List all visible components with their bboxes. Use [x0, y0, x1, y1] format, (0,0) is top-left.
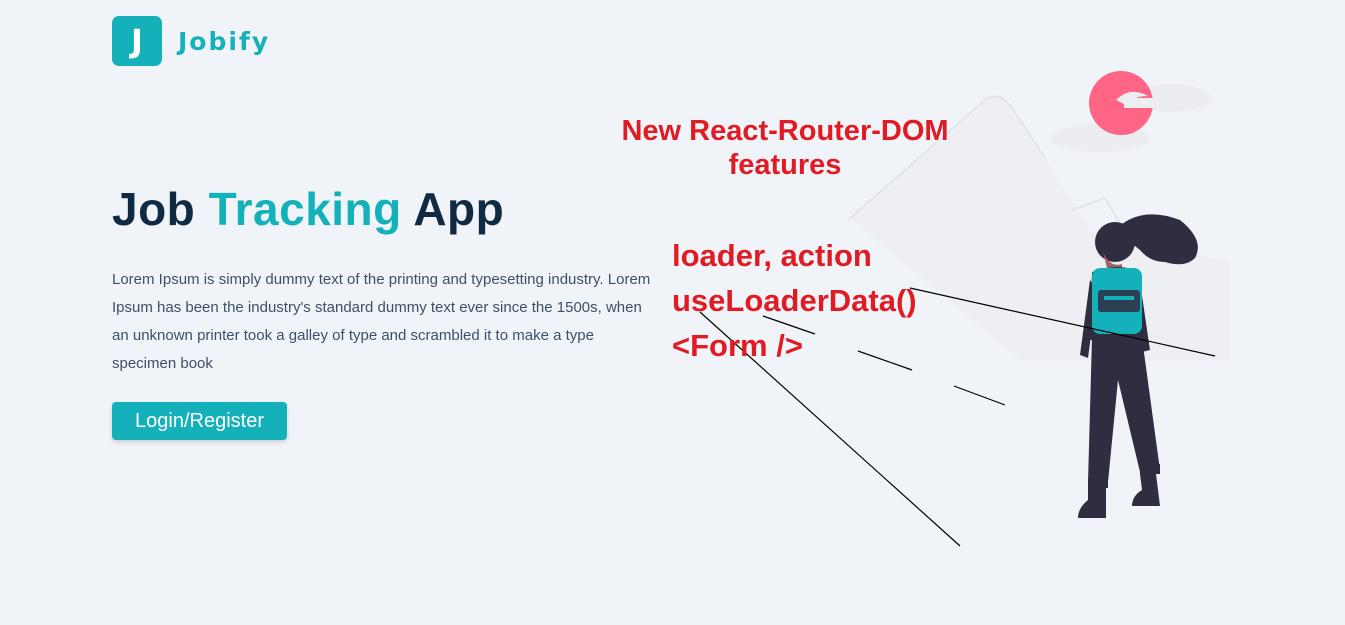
title-part-app: App — [401, 183, 505, 235]
annotation-heading: New React-Router-DOM features — [621, 115, 949, 181]
annotation-strokes — [699, 287, 1216, 547]
title-accent-tracking: Tracking — [208, 183, 402, 235]
title-part-job: Job — [112, 183, 209, 235]
annotation-line-form: <Form /> — [672, 328, 803, 363]
annotation-line-loader: loader, action — [672, 238, 872, 273]
person-figure — [1078, 214, 1198, 518]
login-register-button[interactable]: Login/Register — [112, 402, 287, 440]
logo-icon: J — [112, 16, 162, 66]
annotation-line-useloaderdata: useLoaderData() — [672, 283, 917, 318]
hero-description: Lorem Ipsum is simply dummy text of the … — [112, 271, 651, 372]
sun-icon — [1089, 71, 1153, 135]
brand-logo[interactable]: J Jobify — [112, 16, 270, 66]
page-title: Job Tracking App — [112, 182, 504, 236]
brand-name: Jobify — [178, 26, 271, 56]
